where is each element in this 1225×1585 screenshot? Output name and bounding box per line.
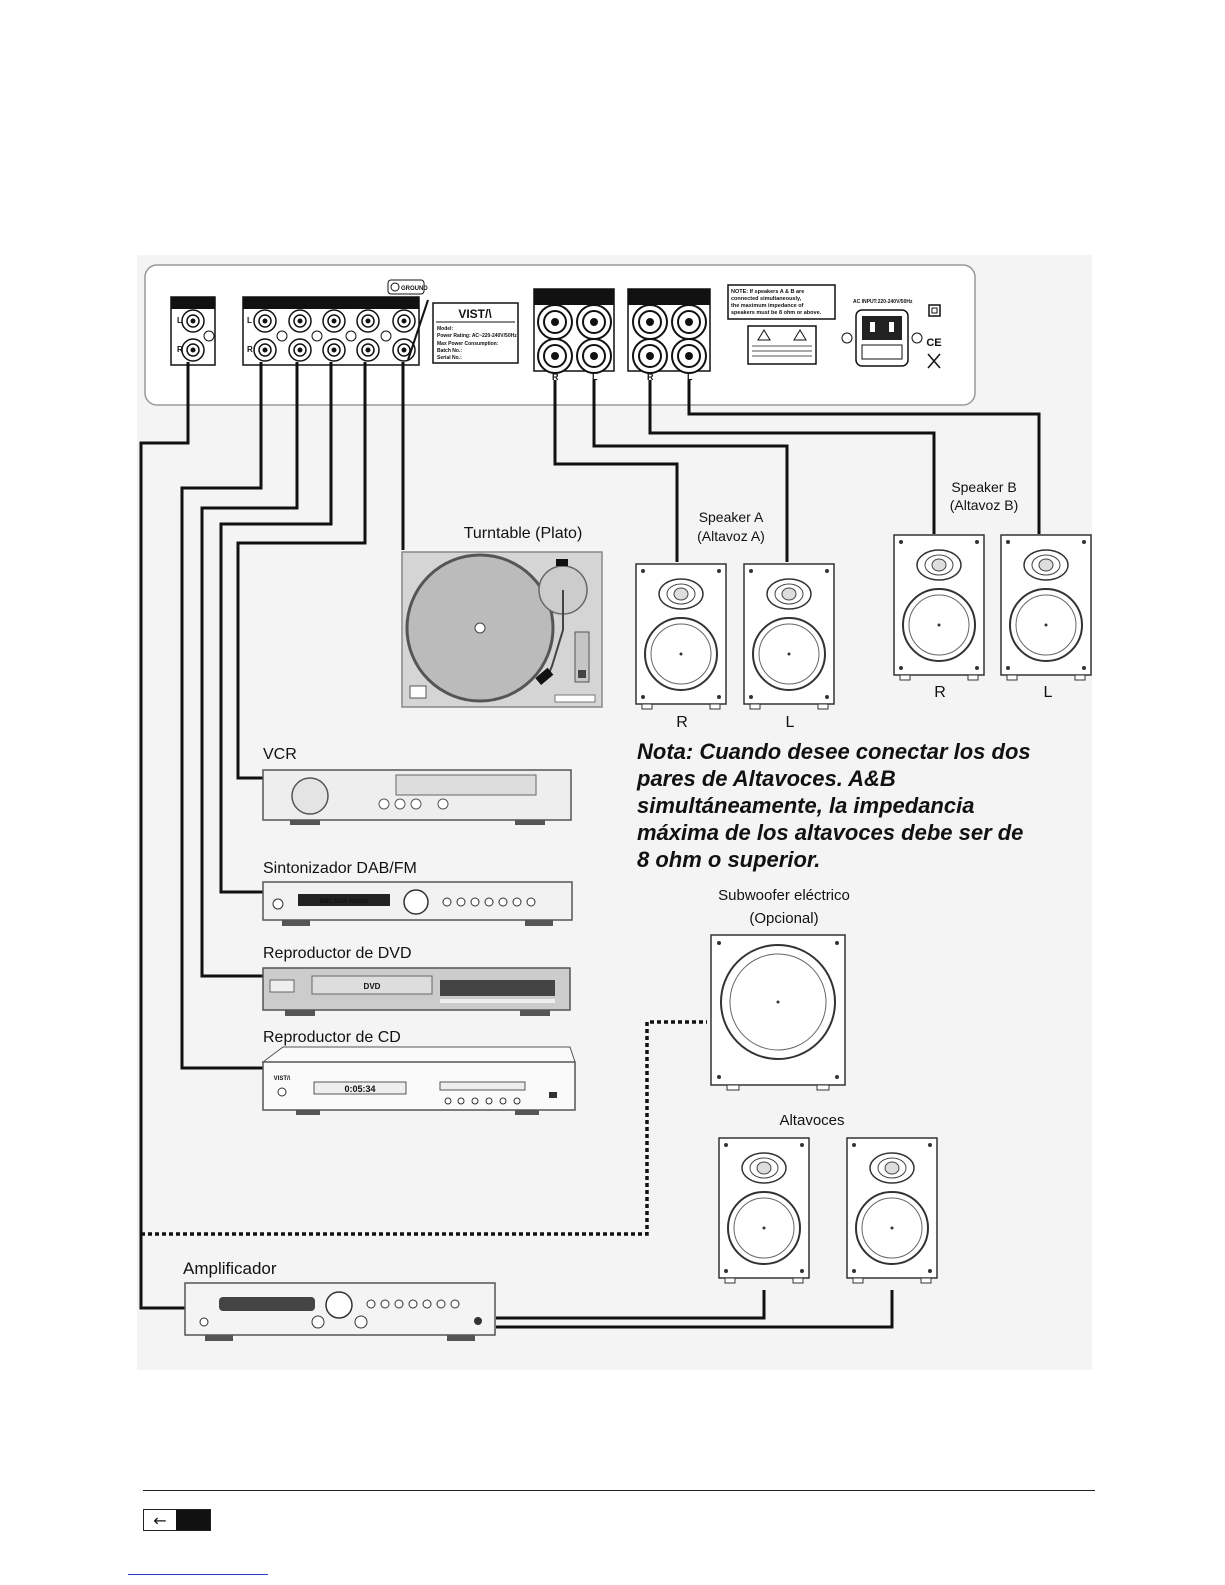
turntable: Turntable (Plato) (401, 525, 603, 708)
speaker-a-impedance: Impedance 4-8 ohm (546, 300, 602, 306)
note-line-1: Nota: Cuando desee conectar los dos (637, 739, 1031, 764)
speaker-b-left (1000, 534, 1092, 681)
speaker-b-impedance: Impedance 4-8 ohm (641, 300, 697, 306)
speaker-a-group: Speaker A (Altavoz A) R L (635, 509, 835, 731)
cd-display: 0:05:34 (344, 1084, 375, 1094)
turntable-label: Turntable (Plato) (464, 525, 583, 542)
ac-inlet: AC INPUT:220-240V/50Hz CE (841, 299, 942, 369)
speaker-a-label: Speaker A (699, 509, 764, 525)
speaker-b-right (893, 534, 985, 681)
svg-text:Model:: Model: (437, 326, 453, 332)
svg-text:speakers must be 8 ohm or abov: speakers must be 8 ohm or above. (731, 310, 822, 316)
speaker-a-r: R (552, 372, 559, 382)
panel-note: NOTE: If speakers A & B are connected si… (727, 284, 836, 320)
cd-brand: VIST/\ (274, 1076, 291, 1082)
speaker-a-title: Speaker A (559, 293, 589, 299)
altavoces-group: Altavoces (718, 1112, 938, 1284)
ce-mark: CE (926, 337, 941, 349)
subwoofer-cable (141, 1020, 707, 1236)
input-l: L (247, 316, 252, 325)
rating-label: VIST/\ Model: Power Rating: AC~220-240V/… (432, 302, 519, 364)
input-r: R (247, 345, 253, 354)
dvd-label: Reproductor de DVD (263, 945, 412, 962)
subwoofer-sublabel: (Opcional) (749, 910, 818, 927)
speaker-b-title: Speaker B (654, 293, 684, 299)
arrow-left-icon: ← (153, 1510, 167, 1530)
tuner-display: BBC DAB RADIO (320, 899, 369, 905)
vcr-label: VCR (263, 746, 297, 763)
subwoofer: Subwoofer eléctrico (Opcional) (710, 887, 850, 1091)
svg-text:Power Rating: AC~220-240V/50Hz: Power Rating: AC~220-240V/50Hz (437, 333, 517, 339)
bottom-link-underline[interactable] (128, 1574, 268, 1575)
line-out-label: Line Out (179, 301, 208, 308)
speaker-a-sublabel: (Altavoz A) (697, 528, 765, 544)
input-cd-label: CD (261, 301, 271, 308)
svg-text:connected simultaneously,: connected simultaneously, (731, 296, 802, 302)
input-dvd-label: DVD (292, 301, 307, 308)
dab-fm-tuner: Sintonizador DAB/FM BBC DAB RADIO (262, 860, 573, 926)
brand-logo: VIST/\ (458, 307, 492, 321)
speaker-a-r-label: R (676, 714, 688, 731)
altavoces-label: Altavoces (779, 1112, 844, 1129)
ground-label: GROUND (401, 286, 428, 292)
note-line-3: simultáneamente, la impedancia (637, 793, 975, 818)
back-button-fill (176, 1510, 210, 1530)
speaker-b-l-label: L (1044, 684, 1053, 701)
dvd-player: Reproductor de DVD DVD (262, 945, 571, 1016)
vcr: VCR (262, 746, 572, 825)
speaker-a-l-label: L (786, 714, 795, 731)
rear-panel: Line Out L R CD DVD TUNER AUX PHONO L R … (144, 264, 976, 406)
warning-label (747, 325, 817, 365)
input-aux-label: AUX (362, 301, 377, 308)
input-tuner-label: TUNER (322, 301, 346, 308)
speaker-a-terminals: Speaker A Impedance 4-8 ohm R L (533, 288, 615, 382)
note-line-2: pares de Altavoces. A&B (637, 766, 896, 791)
input-jacks: CD DVD TUNER AUX PHONO L R (242, 296, 420, 366)
line-out-l: L (177, 316, 182, 325)
svg-text:Serial No.:: Serial No.: (437, 355, 462, 361)
cd-label: Reproductor de CD (263, 1029, 401, 1046)
svg-text:the maximum impedance of: the maximum impedance of (731, 303, 804, 309)
speaker-a-l: L (592, 372, 598, 382)
back-button[interactable]: ← (143, 1509, 211, 1531)
speaker-b-terminals: Speaker B Impedance 4-8 ohm R L (627, 288, 711, 382)
line-out-jacks: Line Out L R (170, 296, 216, 366)
speaker-b-group: Speaker B (Altavoz B) R L (893, 479, 1092, 701)
note-line-5: 8 ohm o superior. (637, 847, 821, 872)
altavoz-left (718, 1137, 810, 1284)
speaker-a-right (635, 563, 727, 710)
tuner-label: Sintonizador DAB/FM (263, 860, 417, 877)
speaker-b-r-label: R (934, 684, 946, 701)
impedance-note: Nota: Cuando desee conectar los dos pare… (637, 738, 1057, 873)
speaker-b-l: L (687, 372, 693, 382)
speaker-b-sublabel: (Altavoz B) (950, 497, 1018, 513)
speaker-a-left (743, 563, 835, 710)
cables (139, 299, 1041, 1329)
svg-text:Max Power Consumption:: Max Power Consumption: (437, 341, 499, 347)
input-phono-label: PHONO (391, 301, 417, 308)
speaker-b-r: R (647, 372, 654, 382)
svg-text:NOTE: If speakers A & B are: NOTE: If speakers A & B are (731, 289, 804, 295)
line-out-r: R (177, 345, 183, 354)
amplifier-label: Amplificador (183, 1259, 277, 1278)
amplifier: Amplificador (183, 1259, 496, 1341)
speaker-b-label: Speaker B (951, 479, 1016, 495)
dvd-display: DVD (364, 982, 381, 991)
note-line-4: máxima de los altavoces debe ser de (637, 820, 1024, 845)
altavoz-right (846, 1137, 938, 1284)
footer-divider (143, 1490, 1095, 1491)
svg-text:Batch No.:: Batch No.: (437, 348, 462, 354)
cd-player: Reproductor de CD VIST/\ 0:05:34 (261, 1029, 576, 1115)
subwoofer-label: Subwoofer eléctrico (718, 887, 850, 904)
ac-input-label: AC INPUT:220-240V/50Hz (853, 299, 913, 305)
